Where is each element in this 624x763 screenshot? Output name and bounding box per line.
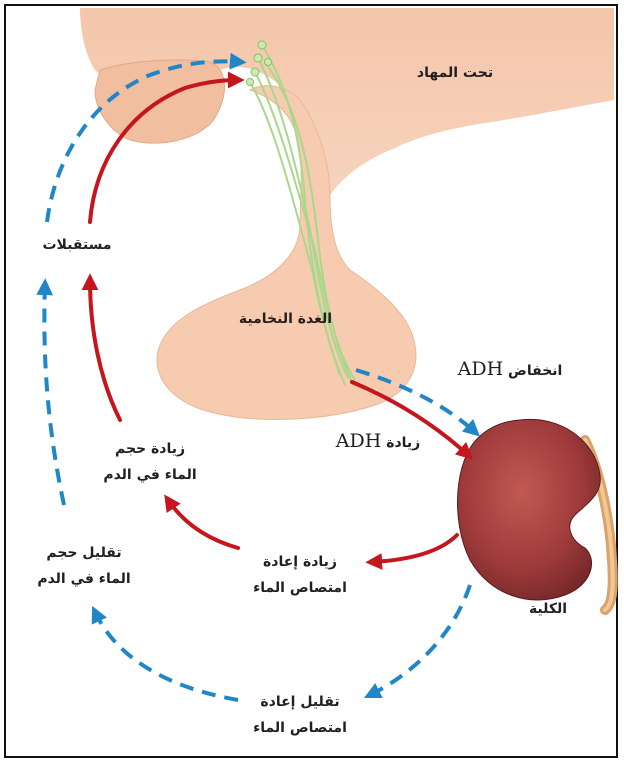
adh-increase-abbr: ADH (336, 430, 382, 452)
kidney-illustration (458, 419, 613, 610)
label-receptors: مستقبلات (22, 232, 132, 258)
blood-water-increase-line1: زيادة حجم (90, 436, 210, 462)
arrow-kidney-to-reabsorption-blue (370, 585, 470, 695)
reabsorption-decrease-line1: تقليل إعادة (240, 689, 360, 715)
arrow-bloodwater-to-receptors-red (90, 280, 120, 420)
blood-water-decrease-line2: الماء في الدم (24, 566, 144, 592)
blood-water-decrease-line1: تقليل حجم (24, 540, 144, 566)
label-blood-water-decrease: تقليل حجم الماء في الدم (24, 540, 144, 592)
label-reabsorption-increase: زيادة إعادة امتصاص الماء (240, 549, 360, 601)
arrow-reabsorption-to-bloodwater-blue (95, 612, 238, 700)
label-pituitary: الغدة النخامية (218, 306, 353, 332)
label-adh-increase: زيادة ADH (308, 428, 448, 456)
adh-decrease-abbr: ADH (458, 358, 504, 380)
label-blood-water-increase: زيادة حجم الماء في الدم (90, 436, 210, 488)
reabsorption-decrease-line2: امتصاص الماء (240, 715, 360, 741)
adh-increase-word: زيادة (386, 435, 420, 451)
adh-decrease-word: انخفاض (508, 363, 562, 379)
label-adh-decrease: انخفاض ADH (430, 356, 590, 384)
label-reabsorption-decrease: تقليل إعادة امتصاص الماء (240, 689, 360, 741)
arrow-bloodwater-to-receptors-blue (44, 285, 64, 505)
reabsorption-increase-line1: زيادة إعادة (240, 549, 360, 575)
arrow-kidney-to-reabsorption-red (372, 535, 457, 562)
label-hypothalamus: تحت المهاد (400, 60, 510, 86)
blood-water-increase-line2: الماء في الدم (90, 462, 210, 488)
reabsorption-increase-line2: امتصاص الماء (240, 575, 360, 601)
arrow-reabsorption-to-bloodwater-red (168, 500, 238, 548)
label-kidney: الكلية (508, 596, 588, 622)
